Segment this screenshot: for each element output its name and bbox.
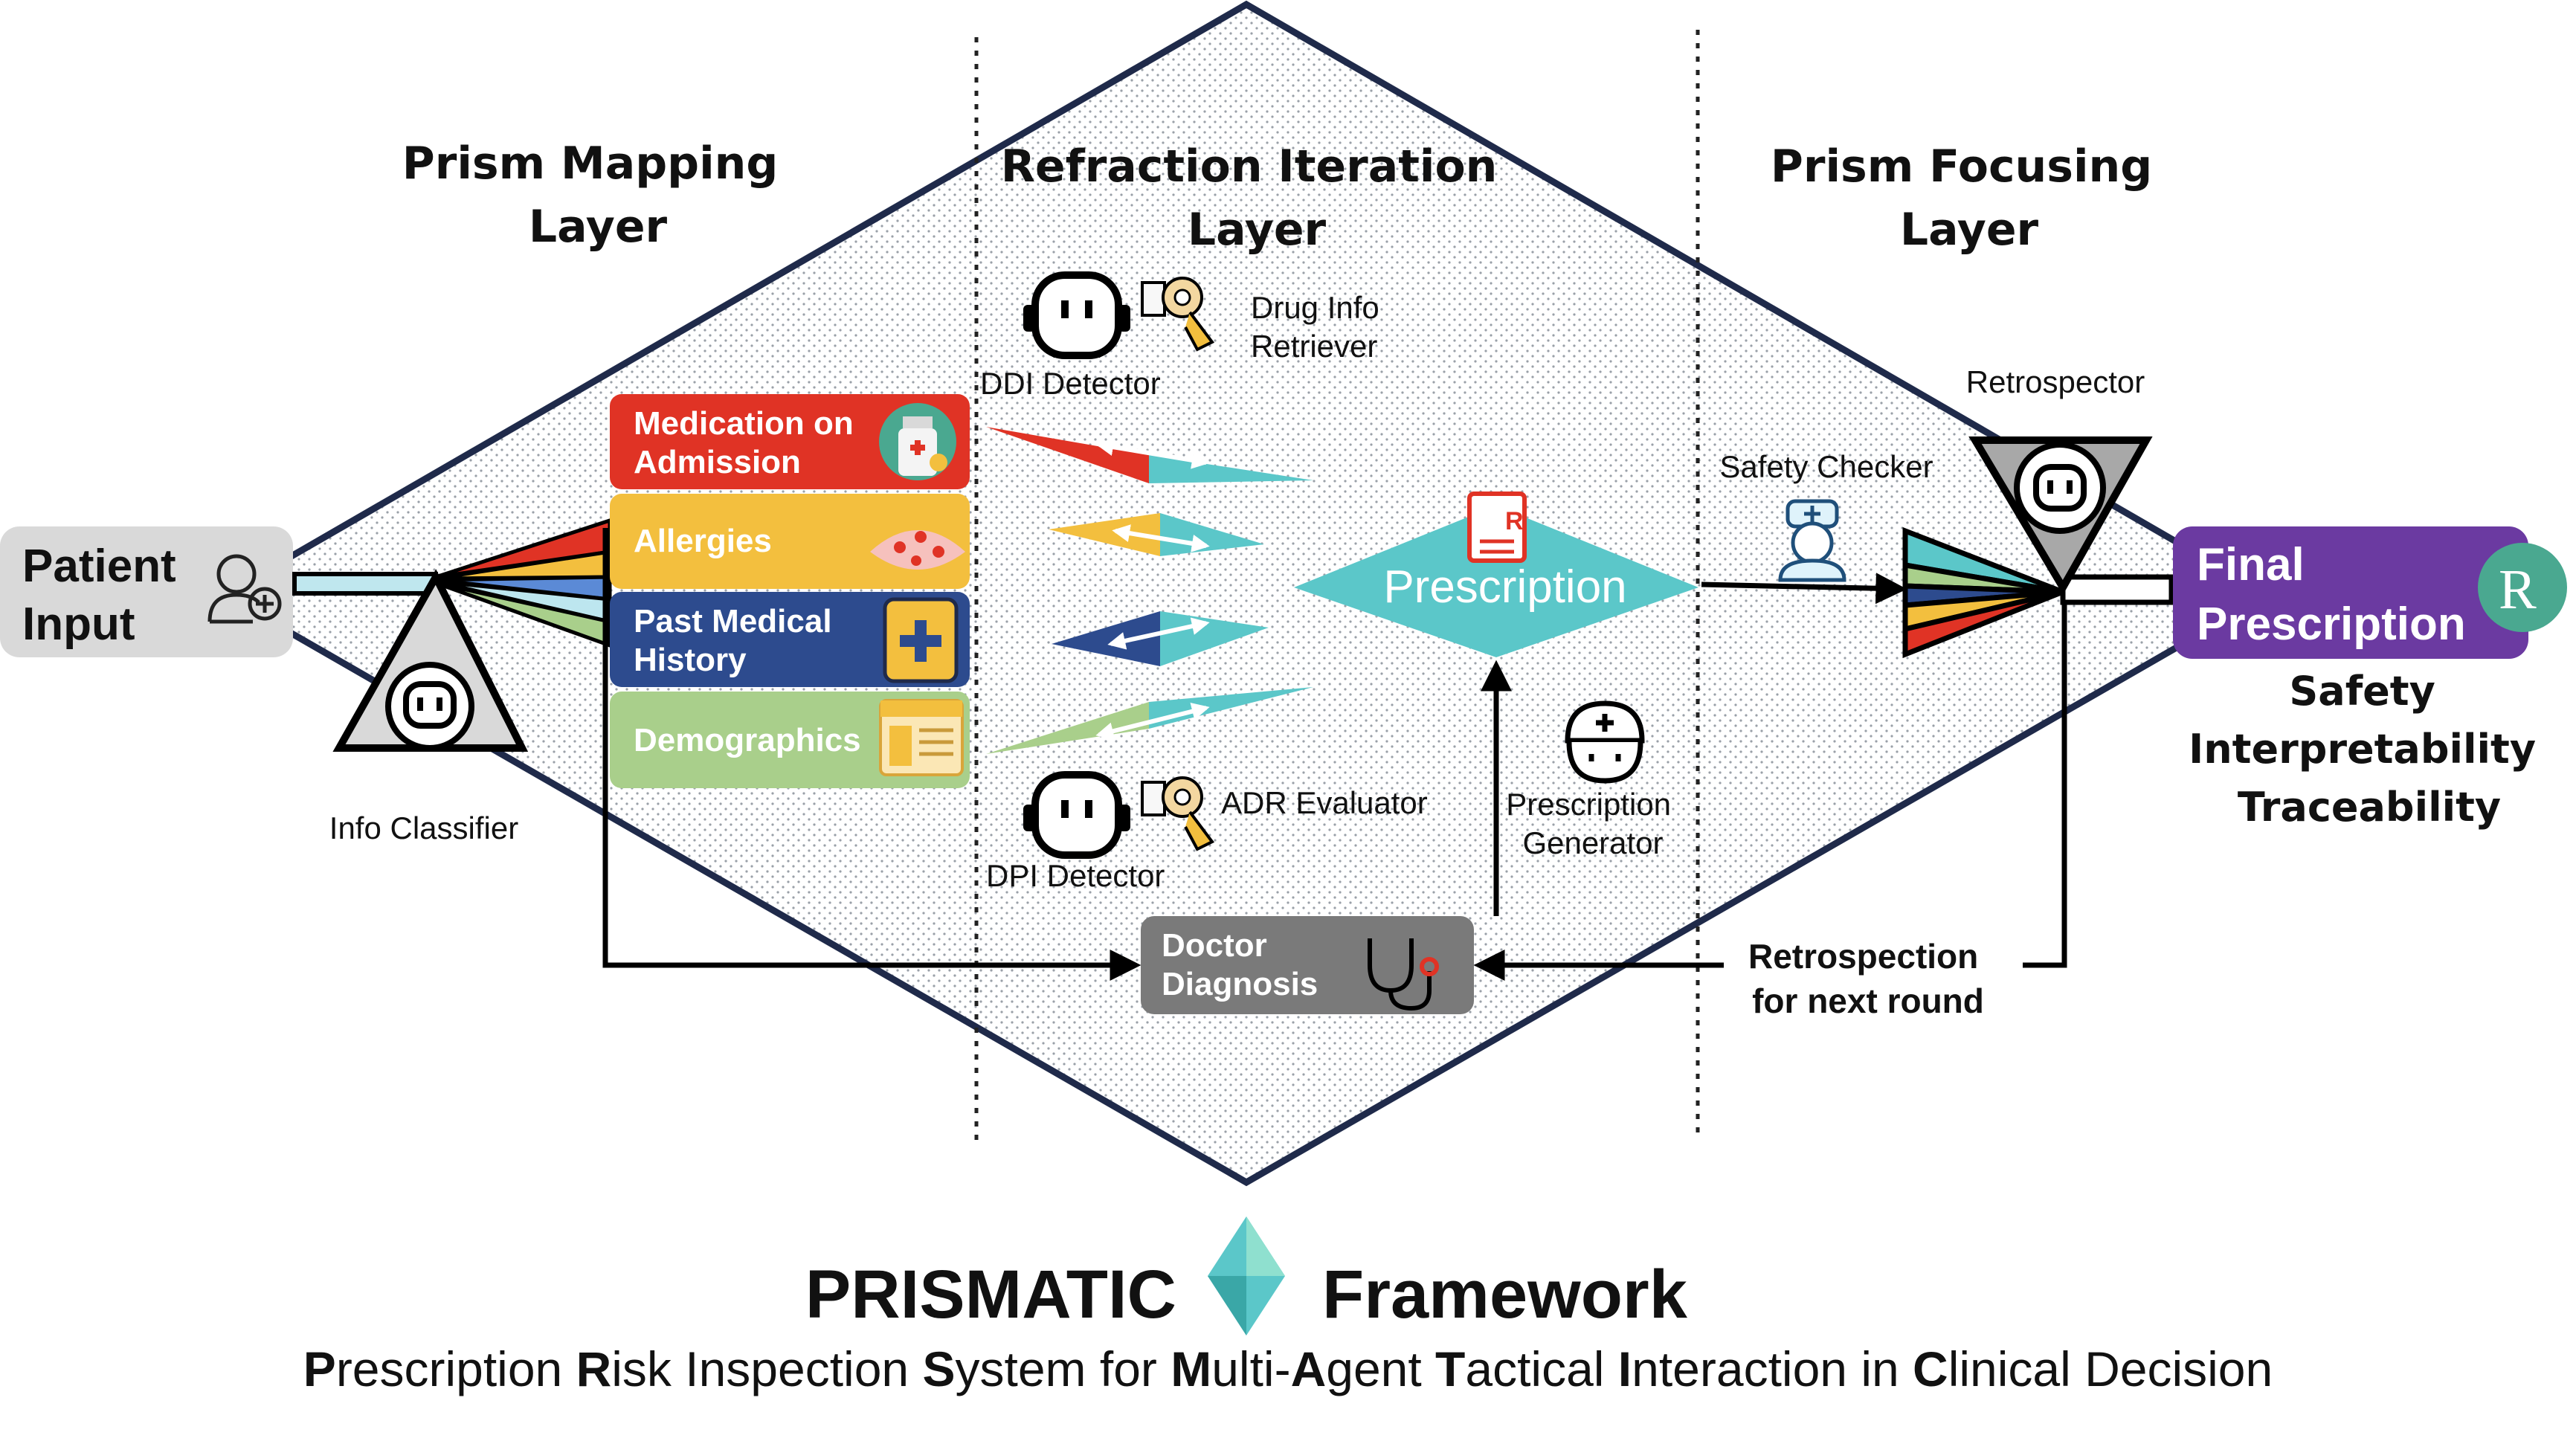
crystal-dpi <box>986 687 1313 754</box>
ddi-detector-label: DDI Detector <box>980 366 1161 401</box>
info-box-history-label: Past Medical History <box>634 603 841 678</box>
subtitle-cap-3: M <box>1171 1341 1211 1396</box>
crystal-logo-icon <box>1208 1216 1285 1335</box>
subtitle-cap-5: T <box>1435 1341 1465 1396</box>
adr-evaluator-label: ADR Evaluator <box>1221 785 1428 820</box>
svg-text:R: R <box>1505 507 1524 535</box>
framework-diamond <box>217 0 2276 1187</box>
doctor-diagnosis-box: Doctor Diagnosis <box>1141 916 1474 1014</box>
safety-checker-label: Safety Checker <box>1719 449 1933 484</box>
patient-input-label: Patient Input <box>22 541 189 650</box>
adr-evaluator-icon <box>1141 776 1215 851</box>
title-name-right: Framework <box>1322 1257 1688 1332</box>
retrospector-prism <box>1968 436 2153 595</box>
flow-arrows <box>602 528 2067 981</box>
info-box-allergies: Allergies <box>610 494 970 589</box>
stethoscope-icon <box>1368 938 1439 1011</box>
retrospection-label: Retrospection for next round <box>1748 937 1988 1020</box>
output-beam <box>2060 574 2174 605</box>
focusing-rays <box>1902 526 2064 659</box>
dpi-detector-label: DPI Detector <box>986 858 1165 893</box>
medicine-bottle-icon <box>879 403 956 480</box>
final-properties: Safety Interpretability Traceability <box>2189 668 2550 831</box>
drug-info-retriever-label: Drug Info Retriever <box>1251 290 1388 364</box>
refraction-crystals <box>986 427 1313 754</box>
prescription-generator-icon <box>1565 700 1645 784</box>
info-box-history: Past Medical History <box>610 592 970 687</box>
retrospection-arrow <box>2023 592 2067 968</box>
retrospector-label: Retrospector <box>1966 364 2145 399</box>
subtitle-cap-6: I <box>1618 1341 1632 1396</box>
crystal-history <box>1052 611 1269 666</box>
info-classifier-label: Info Classifier <box>329 810 518 845</box>
title-name-left: PRISMATIC <box>805 1257 1176 1332</box>
doctor-diagnosis-label: Doctor Diagnosis <box>1162 927 1318 1002</box>
subtitle-cap-7: C <box>1913 1341 1948 1396</box>
layer-title-iteration: Refraction Iteration Layer <box>1001 141 1513 256</box>
add-user-icon <box>207 554 282 624</box>
subtitle-rest-2: ystem for <box>956 1341 1171 1396</box>
svg-text:R: R <box>2499 558 2537 621</box>
subtitle-cap-1: R <box>576 1341 612 1396</box>
prescription-document-icon: R <box>1467 492 1527 563</box>
subtitle-rest-6: nteraction in <box>1632 1341 1913 1396</box>
subtitle-cap-4: A <box>1291 1341 1327 1396</box>
info-boxes: Medication on Admission Allergies <box>610 394 970 788</box>
prescription-diamond: Prescription R <box>1294 492 1698 657</box>
ddi-detector-robot-icon <box>1023 271 1130 359</box>
subtitle-rest-5: actical <box>1465 1341 1617 1396</box>
info-box-demographics-label: Demographics <box>634 722 861 758</box>
input-beam <box>292 572 438 596</box>
patient-input-box: Patient Input <box>0 526 293 657</box>
info-box-medication: Medication on Admission <box>610 394 970 489</box>
medical-record-icon <box>883 597 959 683</box>
crystal-allergy <box>1049 513 1264 556</box>
crystal-ddi <box>986 427 1313 483</box>
subtitle-rest-1: isk Inspection <box>611 1341 922 1396</box>
layer-title-mapping: Prism Mapping Layer <box>402 138 793 253</box>
title-subtitle: Prescription Risk Inspection System for … <box>303 1341 2273 1396</box>
drug-info-retriever-icon <box>1141 277 1215 352</box>
prescription-label: Prescription <box>1383 561 1626 613</box>
layer-title-focusing: Prism Focusing Layer <box>1771 141 2168 256</box>
final-prescription-label: Final Prescription <box>2197 539 2466 650</box>
safety-checker-icon <box>1778 499 1846 582</box>
subtitle-rest-7: linical Decision <box>1948 1341 2273 1396</box>
info-box-demographics: Demographics <box>610 692 970 788</box>
subtitle-rest-4: gent <box>1326 1341 1435 1396</box>
prescription-generator-label: Prescription Generator <box>1506 787 1679 860</box>
subtitle-cap-0: P <box>303 1341 336 1396</box>
allergy-skin-icon <box>870 530 965 570</box>
profile-card-icon <box>879 699 964 776</box>
prescription-to-checker-arrow <box>1701 573 1907 605</box>
subtitle-cap-2: S <box>922 1341 955 1396</box>
subtitle-rest-3: ulti- <box>1211 1341 1290 1396</box>
subtitle-rest-0: rescription <box>336 1341 576 1396</box>
classifier-to-doctor-arrow <box>602 528 1142 981</box>
info-classifier-prism <box>332 569 529 752</box>
dpi-detector-robot-icon <box>1023 771 1130 859</box>
info-box-medication-label: Medication on Admission <box>634 405 863 480</box>
rx-icon: R <box>2478 543 2567 632</box>
final-prescription-box: Final Prescription R <box>2173 526 2567 659</box>
info-box-allergies-label: Allergies <box>634 523 772 559</box>
